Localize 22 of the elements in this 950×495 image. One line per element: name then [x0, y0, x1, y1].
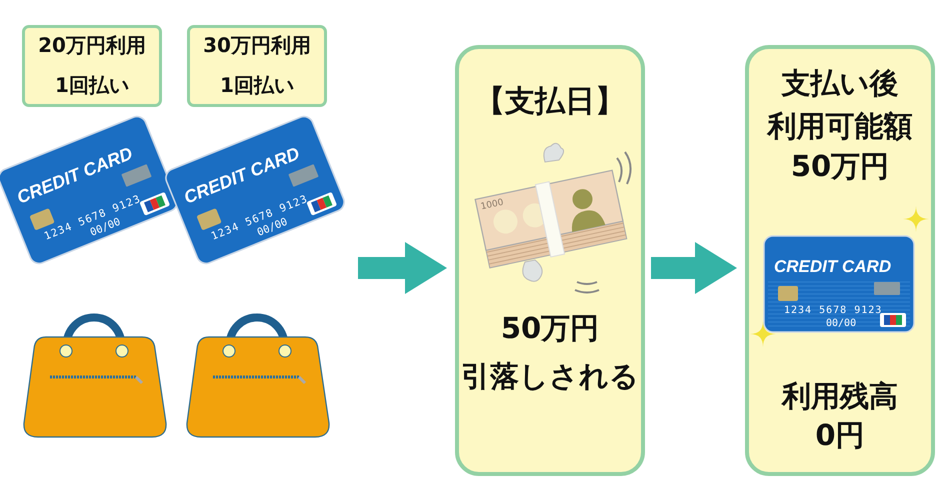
- arrow: [651, 242, 737, 294]
- info-panel: [455, 45, 645, 476]
- amount-text: 30万円利用: [203, 33, 311, 57]
- arrow: [358, 242, 447, 294]
- card-number: 1234 5678 9123: [784, 305, 882, 316]
- payment-text: 1回払い: [55, 73, 129, 97]
- payment-text: 1回払い: [220, 73, 294, 97]
- banknote-number: 1000: [480, 198, 504, 212]
- info-panel: [745, 45, 935, 476]
- label-box: [187, 25, 327, 107]
- panel-heading: 支払い後: [782, 66, 898, 100]
- amount-text: 50万円: [790, 149, 890, 183]
- amount-text: 20万円利用: [38, 33, 146, 57]
- card-title: CREDIT CARD: [774, 257, 892, 276]
- amount-text: 50万円: [500, 311, 600, 345]
- panel-heading: 利用残高: [782, 379, 898, 413]
- panel-heading: 【支払日】: [475, 84, 625, 119]
- panel-text: 引落しされる: [461, 359, 639, 393]
- panel-heading: 利用可能額: [768, 109, 912, 143]
- expiry-date: 00/00: [826, 318, 856, 329]
- amount-text: 0円: [815, 418, 865, 452]
- label-box: [22, 25, 162, 107]
